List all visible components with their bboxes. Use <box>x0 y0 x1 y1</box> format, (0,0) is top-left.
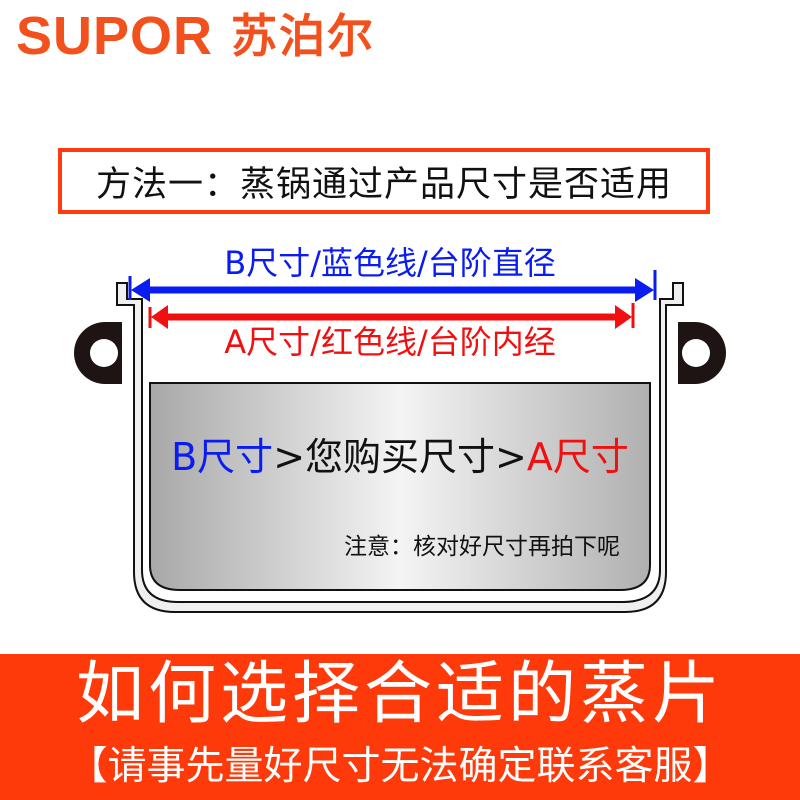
size-comparison: B尺寸>您购买尺寸>A尺寸 <box>150 438 650 476</box>
comparison-b: B尺寸 <box>171 435 274 479</box>
method-title: 方法一：蒸锅通过产品尺寸是否适用 <box>95 164 672 205</box>
a-size-label: A尺寸/红色线/台阶内经 <box>224 323 556 361</box>
comparison-gt-1: > <box>273 435 306 479</box>
comparison-your-size: 您购买尺寸 <box>305 435 496 479</box>
logo-english: SUPOR <box>16 6 214 66</box>
red-arrow-icon <box>148 303 635 329</box>
method-title-box: 方法一：蒸锅通过产品尺寸是否适用 <box>58 148 710 214</box>
pot-handle-icon <box>74 322 726 384</box>
pot-diagram <box>0 230 800 630</box>
comparison-gt-2: > <box>495 435 527 479</box>
banner-title: 如何选择合适的蒸片 <box>75 655 724 734</box>
logo-chinese: 苏泊尔 <box>231 9 376 63</box>
pot-cross-section-icon <box>74 270 726 613</box>
brand-logo: SUPOR 苏泊尔 <box>16 6 375 66</box>
bottom-banner: 如何选择合适的蒸片 【请事先量好尺寸无法确定联系客服】 <box>0 654 800 800</box>
b-size-label: B尺寸/蓝色线/台阶直径 <box>224 244 556 282</box>
comparison-a: A尺寸 <box>526 435 629 479</box>
banner-subtitle: 【请事先量好尺寸无法确定联系客服】 <box>68 744 732 789</box>
note-text: 注意：核对好尺寸再拍下呢 <box>344 534 620 560</box>
blue-arrow-icon <box>128 270 657 302</box>
